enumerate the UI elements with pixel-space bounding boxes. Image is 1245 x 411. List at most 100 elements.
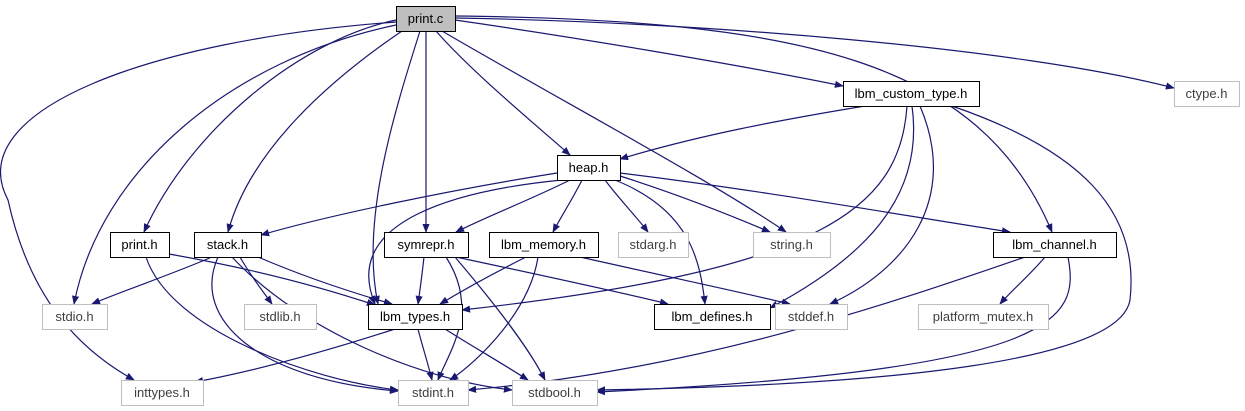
node-print-c[interactable]: print.c bbox=[396, 6, 456, 32]
node-heap-h[interactable]: heap.h bbox=[557, 155, 621, 181]
node-box bbox=[512, 380, 598, 406]
node-box bbox=[775, 304, 848, 330]
node-label: stdarg.h bbox=[630, 237, 677, 252]
edge-print-h-to-stdint-h bbox=[145, 256, 399, 393]
edge-lbm-memory-h-to-lbm-types-h bbox=[439, 256, 527, 305]
node-box bbox=[557, 155, 621, 181]
node-box bbox=[384, 232, 469, 258]
node-label: stddef.h bbox=[788, 309, 834, 324]
node-box bbox=[398, 380, 469, 406]
node-label: lbm_defines.h bbox=[672, 309, 753, 324]
node-lbm-custom-type-h[interactable]: lbm_custom_type.h bbox=[843, 81, 980, 107]
edge-symrepr-h-to-lbm-types-h bbox=[415, 256, 425, 305]
node-platform-mutex-h: platform_mutex.h bbox=[918, 304, 1049, 330]
edge-print-c-to-stdio-h bbox=[72, 24, 397, 305]
edge-heap-h-to-stdarg-h bbox=[604, 179, 649, 233]
node-box bbox=[396, 6, 456, 32]
node-label: ctype.h bbox=[1186, 86, 1228, 101]
edge-lbm-types-h-to-inttypes-h bbox=[194, 328, 396, 385]
node-label: lbm_custom_type.h bbox=[855, 86, 968, 101]
node-box bbox=[489, 232, 599, 258]
edge-print-c-to-print-h bbox=[143, 19, 397, 233]
node-box bbox=[194, 232, 262, 258]
edge-lbm-types-h-to-stdint-h bbox=[417, 328, 434, 381]
node-string-h: string.h bbox=[753, 232, 831, 258]
edge-heap-h-to-lbm-channel-h bbox=[619, 172, 1011, 235]
node-label: stdbool.h bbox=[528, 385, 581, 400]
node-stdlib-h: stdlib.h bbox=[244, 304, 317, 330]
node-inttypes-h: inttypes.h bbox=[121, 380, 204, 406]
node-stack-h[interactable]: stack.h bbox=[194, 232, 262, 258]
node-label: string.h bbox=[770, 237, 813, 252]
node-lbm-defines-h[interactable]: lbm_defines.h bbox=[654, 304, 771, 330]
node-label: lbm_channel.h bbox=[1012, 237, 1097, 252]
edge-stack-h-to-stdint-h bbox=[211, 256, 399, 394]
node-label: stdlib.h bbox=[259, 309, 300, 324]
edge-lbm-memory-h-to-stdint-h bbox=[449, 256, 539, 381]
edge-print-h-to-lbm-types-h bbox=[168, 253, 376, 306]
node-label: inttypes.h bbox=[134, 385, 190, 400]
node-box bbox=[110, 232, 170, 258]
node-label: stdio.h bbox=[55, 309, 93, 324]
edge-heap-h-to-symrepr-h bbox=[455, 179, 571, 233]
edge-symrepr-h-to-stdbool-h bbox=[454, 256, 546, 381]
node-label: print.c bbox=[408, 11, 444, 26]
node-box bbox=[654, 304, 771, 330]
node-label: stdint.h bbox=[412, 385, 454, 400]
node-print-h[interactable]: print.h bbox=[110, 232, 170, 258]
edge-print-c-to-heap-h bbox=[435, 30, 571, 156]
node-box bbox=[244, 304, 317, 330]
edge-lbm-types-h-to-stdbool-h bbox=[444, 328, 529, 381]
node-label: heap.h bbox=[569, 160, 609, 175]
edge-lbm-custom-type-h-to-stddef-h bbox=[829, 105, 935, 305]
edge-heap-h-to-lbm-memory-h bbox=[552, 179, 583, 233]
edge-print-c-to-lbm-custom-type-h bbox=[454, 19, 844, 88]
edge-symrepr-h-to-lbm-defines-h bbox=[455, 256, 669, 306]
edge-lbm-custom-type-h-to-lbm-types-h bbox=[461, 105, 908, 313]
edge-heap-h-to-stack-h bbox=[260, 172, 558, 237]
edge-print-c-to-string-h bbox=[441, 30, 787, 233]
node-box bbox=[993, 232, 1117, 258]
edge-lbm-memory-h-to-stddef-h bbox=[579, 256, 791, 306]
node-box bbox=[368, 304, 463, 330]
edge-lbm-channel-h-to-platform-mutex-h bbox=[999, 256, 1046, 305]
node-lbm-memory-h[interactable]: lbm_memory.h bbox=[489, 232, 599, 258]
node-label: symrepr.h bbox=[397, 237, 454, 252]
node-box bbox=[918, 304, 1049, 330]
node-label: stack.h bbox=[207, 237, 248, 252]
node-stdio-h: stdio.h bbox=[42, 304, 108, 330]
node-box bbox=[618, 232, 689, 258]
node-label: print.h bbox=[121, 237, 157, 252]
node-ctype-h: ctype.h bbox=[1174, 81, 1240, 107]
node-label: lbm_memory.h bbox=[501, 237, 586, 252]
node-layer: print.c lbm_custom_type.h ctype.h heap.h pri… bbox=[42, 6, 1240, 406]
edge-stack-h-to-stdio-h bbox=[91, 256, 213, 305]
node-stdbool-h: stdbool.h bbox=[512, 380, 598, 406]
node-symrepr-h[interactable]: symrepr.h bbox=[384, 232, 469, 258]
node-box bbox=[121, 380, 204, 406]
edge-lbm-custom-type-h-to-stdbool-h bbox=[596, 105, 1132, 394]
edge-print-c-to-inttypes-h bbox=[0, 21, 397, 381]
node-stdarg-h: stdarg.h bbox=[618, 232, 689, 258]
edge-stack-h-to-stdbool-h bbox=[231, 256, 513, 393]
edge-lbm-custom-type-h-to-heap-h bbox=[619, 105, 866, 161]
node-box bbox=[753, 232, 831, 258]
edge-heap-h-to-lbm-types-h bbox=[368, 179, 563, 305]
node-box bbox=[843, 81, 980, 107]
node-label: platform_mutex.h bbox=[933, 309, 1033, 324]
node-label: lbm_types.h bbox=[380, 309, 450, 324]
edge-lbm-custom-type-h-to-lbm-defines-h bbox=[769, 105, 915, 309]
node-box bbox=[42, 304, 108, 330]
edge-heap-h-to-string-h bbox=[619, 175, 771, 233]
edge-print-c-to-stack-h bbox=[226, 30, 403, 233]
node-stdint-h: stdint.h bbox=[398, 380, 469, 406]
edge-lbm-channel-h-to-stdint-h bbox=[467, 256, 1026, 393]
node-lbm-channel-h[interactable]: lbm_channel.h bbox=[993, 232, 1117, 258]
node-box bbox=[1174, 81, 1240, 107]
node-lbm-types-h[interactable]: lbm_types.h bbox=[368, 304, 463, 330]
edge-layer bbox=[0, 15, 1175, 396]
edge-lbm-channel-h-to-stdbool-h bbox=[596, 256, 1071, 396]
edge-print-c-to-lbm-types-h bbox=[372, 30, 421, 305]
edge-stack-h-to-lbm-types-h bbox=[257, 256, 393, 306]
